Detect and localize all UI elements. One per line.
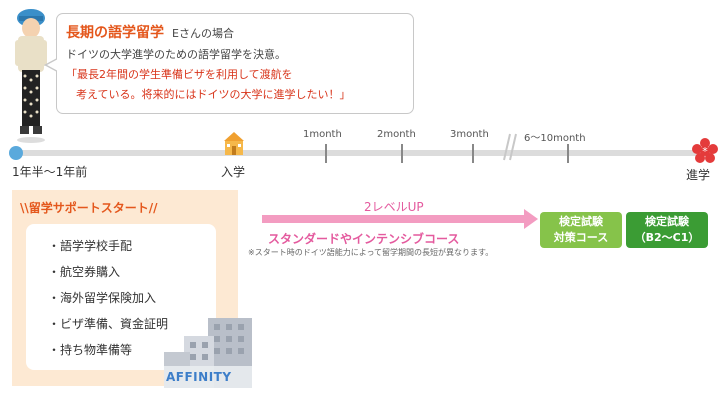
tick-label-6-10month: 6〜10month — [524, 133, 586, 144]
student-illustration — [15, 9, 47, 143]
brand-sign: AFFINITY — [166, 370, 232, 384]
arrow-note: ※スタート時のドイツ語能力によって留学期間の長短が異なります。 — [248, 248, 494, 257]
support-item: ・航空券購入 — [48, 265, 121, 279]
speech-line-3: 考えている。将来的にはドイツの大学に進学したい！」 — [76, 88, 351, 101]
support-item: ・持ち物準備等 — [48, 343, 133, 357]
badge-line: 対策コース — [553, 231, 609, 244]
badge-line: 検定試験 — [645, 215, 689, 228]
school-icon — [224, 132, 244, 155]
speech-subtitle: Eさんの場合 — [172, 27, 234, 40]
arrow-top-label: 2レベルUP — [364, 200, 424, 214]
support-item: ・語学学校手配 — [48, 239, 133, 253]
tick-label-3month: 3month — [450, 129, 489, 140]
sakura-icon: * — [692, 138, 718, 163]
timeline-break-icon — [503, 133, 517, 161]
tick-6-10month — [567, 144, 569, 163]
progress-arrow — [262, 215, 526, 223]
support-item: ・ビザ準備、資金証明 — [48, 317, 169, 331]
timeline-start-label: 1年半〜1年前 — [12, 165, 88, 179]
speech-box — [56, 13, 414, 114]
badge-line: 検定試験 — [559, 215, 603, 228]
support-item: ・海外留学保険加入 — [48, 291, 157, 305]
tick-1month — [325, 144, 327, 163]
exam-level-badge: 検定試験 （B2〜C1） — [626, 212, 708, 248]
svg-text:*: * — [702, 145, 708, 158]
tick-3month — [472, 144, 474, 163]
speech-line-1: ドイツの大学進学のための語学留学を決意。 — [66, 48, 286, 61]
arrow-bottom-label: スタンダードやインテンシブコース — [268, 232, 460, 246]
tick-label-1month: 1month — [303, 129, 342, 140]
timeline-bar — [14, 150, 712, 156]
exam-prep-badge: 検定試験 対策コース — [540, 212, 622, 248]
tick-2month — [401, 144, 403, 163]
tick-label-2month: 2month — [377, 129, 416, 140]
timeline-enter-label: 入学 — [221, 165, 246, 179]
badge-line: （B2〜C1） — [634, 231, 700, 244]
start-dot — [9, 146, 23, 160]
speech-title: 長期の語学留学 — [66, 25, 164, 41]
support-title: \\留学サポートスタート// — [20, 201, 158, 215]
speech-line-2: 「最長2年間の学生準備ビザを利用して渡航を — [66, 68, 293, 81]
arrow-head-icon — [524, 209, 538, 229]
timeline-advance-label: 進学 — [686, 168, 711, 182]
building-illustration — [164, 318, 252, 388]
speech-tail-inner — [47, 59, 58, 71]
